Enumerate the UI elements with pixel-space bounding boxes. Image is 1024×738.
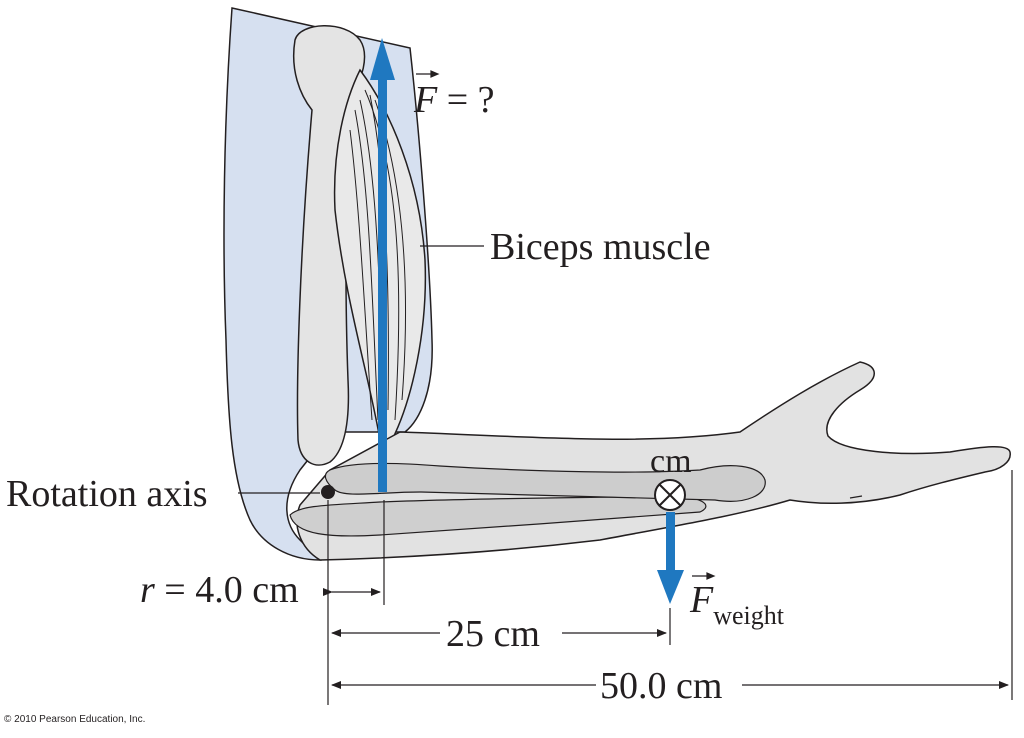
center-of-mass-marker [654,479,686,511]
weight-force-arrow [657,512,684,604]
force-value: = ? [437,79,494,121]
biceps-force-label: F = ? [413,79,495,121]
hand-crease [849,495,863,499]
r-symbol: r [140,569,155,611]
weight-force-label: Fweight [689,579,785,630]
rotation-axis-label: Rotation axis [6,473,208,515]
r-value: = 4.0 cm [155,569,299,611]
force-symbol: F [413,79,438,121]
vector-accent-f [416,70,440,78]
r-dimension-label: r = 4.0 cm [140,569,299,611]
ulna-bone [289,495,707,537]
biceps-force-arrow [370,38,395,492]
vector-accent-fweight [692,572,716,580]
weight-symbol: F [689,579,714,621]
rotation-axis-dot [321,485,335,499]
dimension-extension-lines [327,470,1013,705]
cm-label: cm [650,443,692,480]
copyright-text: © 2010 Pearson Education, Inc. [4,714,145,725]
weight-subscript: weight [713,601,785,630]
biceps-muscle-label: Biceps muscle [490,226,711,268]
muscle-fibers [349,89,407,421]
dist-50-label: 50.0 cm [600,665,722,707]
dist-25-label: 25 cm [446,613,540,655]
